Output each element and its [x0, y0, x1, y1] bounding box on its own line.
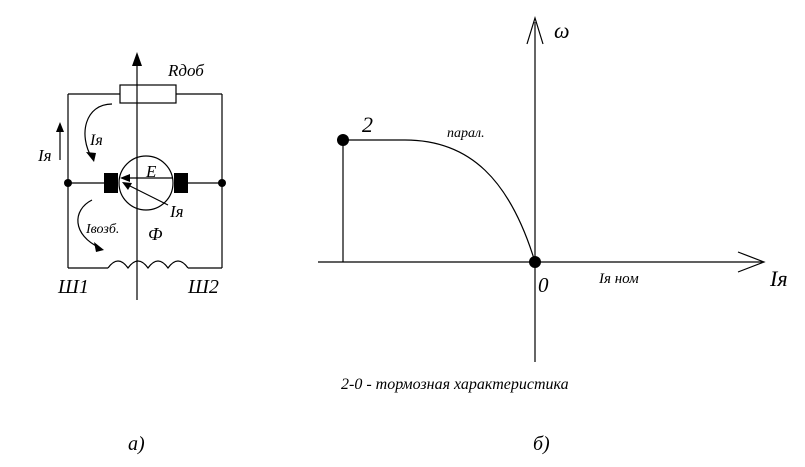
y-axis-arrowhead: [526, 15, 544, 45]
armature-current-label-right: Iя: [169, 202, 184, 221]
circuit-diagram: [56, 52, 223, 300]
braking-characteristic-curve: [343, 139, 536, 263]
point-2-label: 2: [362, 112, 373, 137]
x-axis-arrowhead: [737, 251, 766, 273]
graph-description: 2-0 - тормозная характеристика: [341, 376, 569, 393]
point-0: [529, 256, 541, 268]
vertical-axis-arrowhead: [132, 52, 142, 66]
flux-label: Ф: [148, 224, 163, 244]
origin-label: 0: [538, 273, 549, 297]
junction-left: [64, 179, 72, 187]
curve-label: парал.: [447, 126, 485, 141]
emf-label: E: [145, 162, 157, 181]
terminal-1-label: Ш1: [57, 276, 89, 298]
field-current-label: Iвозб.: [85, 222, 119, 237]
brush-right: [174, 173, 188, 193]
field-curved-arrowhead: [94, 242, 104, 252]
ia-arrowhead-left: [56, 122, 64, 132]
resistor-label: Rдоб: [167, 61, 204, 80]
resistor: [119, 84, 177, 104]
brush-left: [104, 173, 118, 193]
ia-curved-arrowhead: [86, 152, 96, 162]
field-winding: [107, 260, 189, 270]
ia-armature-arrow: [125, 183, 169, 206]
terminal-2-label: Ш2: [187, 276, 219, 298]
field-curved-arrow: [77, 199, 101, 249]
x-tick-label: Iя ном: [598, 271, 639, 287]
junction-right: [218, 179, 226, 187]
x-axis-label: Iя: [769, 266, 788, 291]
armature-current-label-top: Iя: [89, 132, 103, 149]
armature-circle: [118, 155, 174, 211]
characteristic-graph: [318, 15, 766, 362]
armature-current-label-left: Iя: [37, 146, 52, 165]
caption-b: б): [533, 433, 550, 455]
ia-armature-arrowhead: [122, 182, 132, 190]
caption-a: а): [128, 433, 145, 455]
y-axis-label: ω: [554, 18, 570, 43]
point-2: [337, 134, 349, 146]
e-arrowhead: [120, 174, 130, 182]
ia-curved-arrow: [84, 103, 113, 159]
